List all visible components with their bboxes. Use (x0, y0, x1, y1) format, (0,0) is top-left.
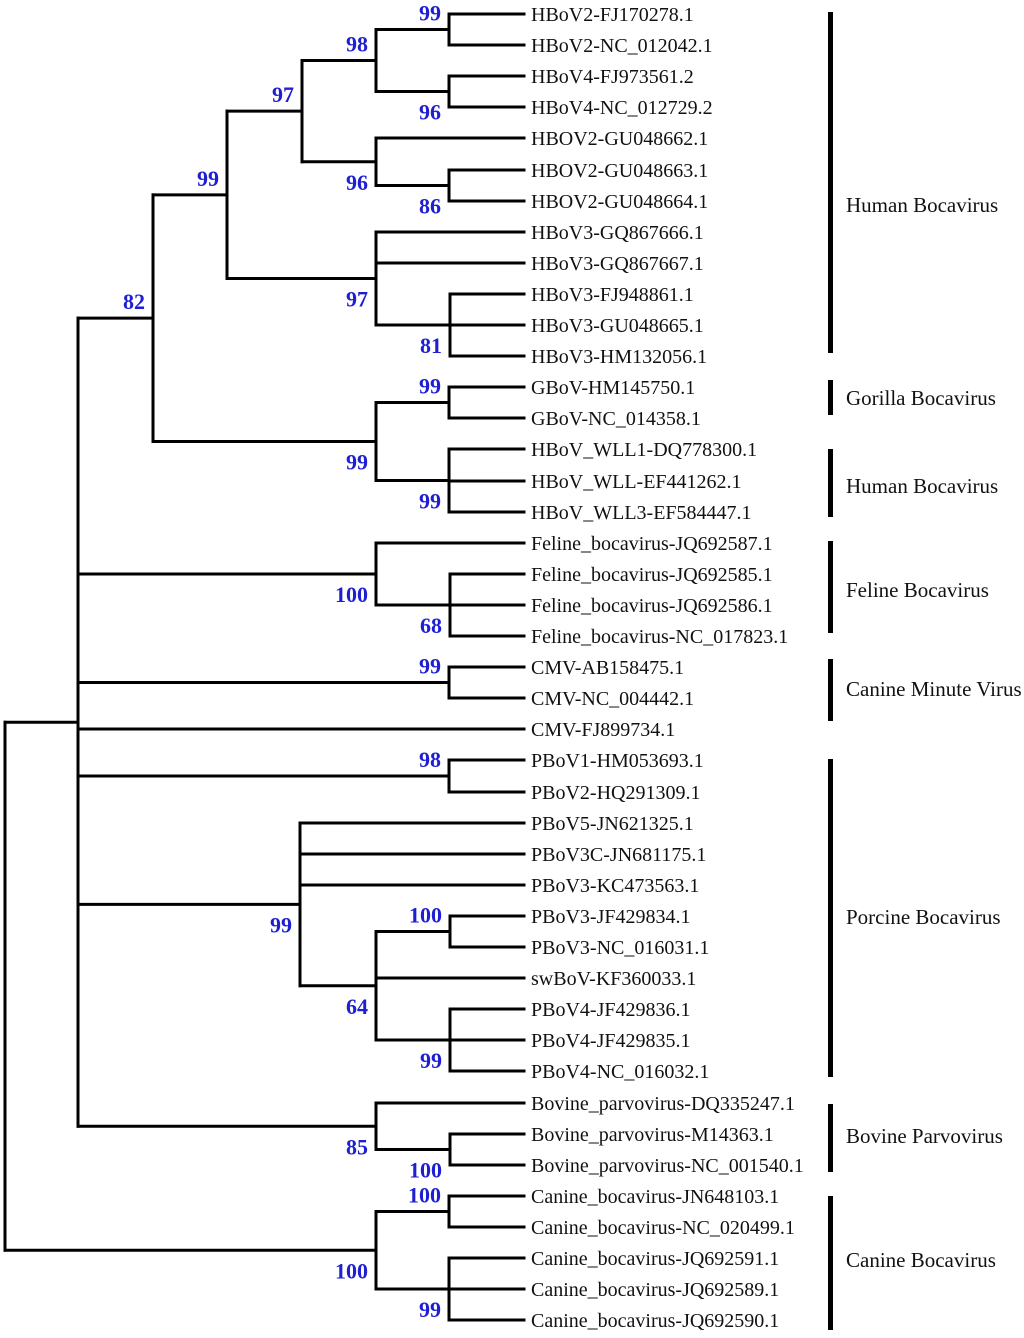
taxon-label: Bovine_parvovirus-M14363.1 (531, 1124, 774, 1146)
taxon-label: HBoV_WLL-EF441262.1 (531, 471, 742, 493)
taxon-label: PBoV1-HM053693.1 (531, 750, 704, 772)
bootstrap-value: 81 (420, 333, 442, 358)
taxon-label: HBoV4-FJ973561.2 (531, 66, 694, 88)
bootstrap-value: 99 (419, 1297, 441, 1322)
taxon-label: HBoV3-GQ867666.1 (531, 222, 704, 244)
taxon-label: CMV-FJ899734.1 (531, 719, 675, 741)
bootstrap-value: 99 (419, 374, 441, 399)
group-label: Canine Bocavirus (846, 1248, 996, 1272)
bootstrap-value: 99 (419, 1, 441, 26)
taxon-label: swBoV-KF360033.1 (531, 968, 696, 990)
group-label: Feline Bocavirus (846, 578, 989, 602)
group-label: Bovine Parvovirus (846, 1124, 1003, 1148)
bootstrap-value: 99 (346, 450, 368, 475)
bootstrap-value: 100 (409, 1158, 442, 1183)
bootstrap-value: 99 (419, 489, 441, 514)
taxon-label: HBoV_WLL1-DQ778300.1 (531, 439, 757, 461)
taxon-label: PBoV4-JF429836.1 (531, 999, 690, 1021)
taxon-label: CMV-NC_004442.1 (531, 688, 694, 710)
bootstrap-value: 82 (123, 289, 145, 314)
bootstrap-value: 96 (346, 170, 368, 195)
taxon-label: GBoV-HM145750.1 (531, 377, 695, 399)
taxon-label: Feline_bocavirus-NC_017823.1 (531, 626, 788, 648)
taxon-label: Canine_bocavirus-JQ692590.1 (531, 1310, 779, 1332)
taxon-label: Feline_bocavirus-JQ692587.1 (531, 533, 773, 555)
taxon-label: Bovine_parvovirus-DQ335247.1 (531, 1093, 795, 1115)
group-label: Human Bocavirus (846, 193, 998, 217)
bootstrap-value: 68 (420, 613, 442, 638)
bootstrap-value: 100 (409, 903, 442, 928)
taxon-label: HBoV3-GQ867667.1 (531, 253, 704, 275)
taxon-label: Canine_bocavirus-JQ692591.1 (531, 1248, 779, 1270)
group-bar (828, 12, 833, 353)
taxon-label: CMV-AB158475.1 (531, 657, 684, 679)
taxon-label: PBoV4-JF429835.1 (531, 1030, 690, 1052)
bootstrap-value: 99 (197, 166, 219, 191)
group-label: Canine Minute Virus (846, 677, 1022, 701)
bootstrap-value: 97 (346, 287, 368, 312)
bootstrap-value: 100 (335, 1258, 368, 1283)
bootstrap-value: 96 (419, 100, 441, 125)
bootstrap-value: 86 (419, 194, 441, 219)
taxon-label: HBOV2-GU048664.1 (531, 191, 708, 213)
group-bar (828, 541, 833, 633)
taxon-label: HBoV4-NC_012729.2 (531, 97, 713, 119)
taxon-label: HBoV3-FJ948861.1 (531, 284, 694, 306)
taxon-label: HBoV3-HM132056.1 (531, 346, 707, 368)
taxon-label: Feline_bocavirus-JQ692586.1 (531, 595, 773, 617)
group-bar (828, 1104, 833, 1172)
taxon-label: PBoV3-NC_016031.1 (531, 937, 709, 959)
bootstrap-value: 98 (346, 32, 368, 57)
taxon-label: PBoV3-JF429834.1 (531, 906, 690, 928)
taxon-label: PBoV2-HQ291309.1 (531, 782, 700, 804)
bootstrap-value: 99 (420, 1048, 442, 1073)
bootstrap-value: 99 (270, 912, 292, 937)
group-label: Human Bocavirus (846, 474, 998, 498)
group-label: Gorilla Bocavirus (846, 386, 996, 410)
group-label: Porcine Bocavirus (846, 905, 1001, 929)
taxon-label: HBoV3-GU048665.1 (531, 315, 704, 337)
taxon-label: Feline_bocavirus-JQ692585.1 (531, 564, 773, 586)
bootstrap-value: 100 (335, 582, 368, 607)
taxon-label: PBoV5-JN621325.1 (531, 813, 694, 835)
taxon-label: HBoV2-FJ170278.1 (531, 4, 694, 26)
group-bar (828, 759, 833, 1077)
taxon-label: HBoV_WLL3-EF584447.1 (531, 502, 752, 524)
bootstrap-value: 98 (419, 747, 441, 772)
taxon-label: HBOV2-GU048663.1 (531, 160, 708, 182)
bootstrap-value: 99 (419, 654, 441, 679)
bootstrap-value: 64 (346, 994, 368, 1019)
taxon-label: HBOV2-GU048662.1 (531, 128, 708, 150)
bootstrap-value: 100 (408, 1183, 441, 1208)
taxon-label: Canine_bocavirus-NC_020499.1 (531, 1217, 795, 1239)
bootstrap-value: 85 (346, 1134, 368, 1159)
taxon-label: PBoV4-NC_016032.1 (531, 1061, 709, 1083)
taxon-label: HBoV2-NC_012042.1 (531, 35, 713, 57)
taxon-label: GBoV-NC_014358.1 (531, 408, 701, 430)
group-bar (828, 1196, 833, 1330)
taxon-label: PBoV3C-JN681175.1 (531, 844, 706, 866)
taxon-label: PBoV3-KC473563.1 (531, 875, 699, 897)
taxon-label: Bovine_parvovirus-NC_001540.1 (531, 1155, 804, 1177)
taxon-label: Canine_bocavirus-JN648103.1 (531, 1186, 779, 1208)
taxon-label: Canine_bocavirus-JQ692589.1 (531, 1279, 779, 1301)
bootstrap-value: 97 (272, 82, 294, 107)
group-bar (828, 380, 833, 415)
group-bar (828, 449, 833, 517)
group-bar (828, 659, 833, 721)
